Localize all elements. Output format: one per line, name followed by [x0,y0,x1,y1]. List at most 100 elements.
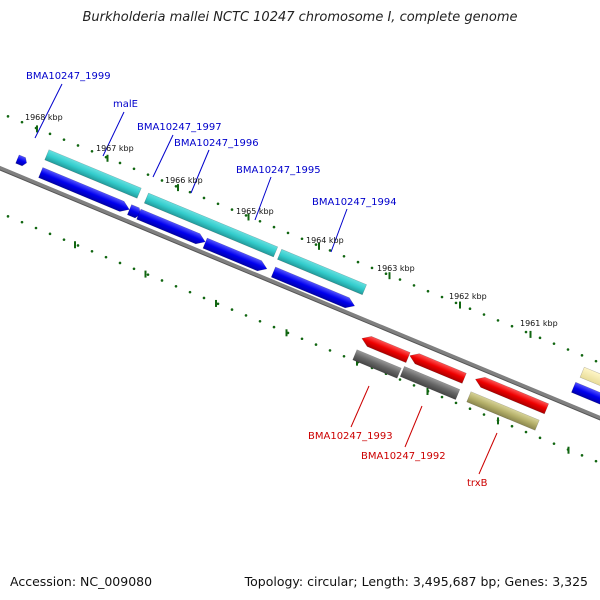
leader-bma10247-1997 [152,134,174,178]
cds-bma10247-1995-shape[interactable] [202,237,269,274]
gene-trxb-shape[interactable] [466,391,540,431]
gene-male[interactable] [44,149,142,199]
upper-tick-row-minor-tick [286,231,290,235]
cds-bma10247-1995[interactable] [202,237,269,274]
leader-trxb [478,432,498,475]
upper-tick-row-minor-tick [468,307,472,311]
cds-male-shape[interactable] [38,167,132,214]
leader-bma10247-1999 [34,83,63,139]
upper-tick-row-minor-tick [160,179,164,182]
features [15,149,600,431]
gene-bma10247-1993-shape[interactable] [352,349,402,379]
cds-bma10247-1993-shape[interactable] [360,333,411,364]
gene-bma10247-1996[interactable] [143,192,279,258]
upper-tick-row-minor-tick [538,336,542,340]
gene-edge-shape[interactable] [579,366,600,390]
gene-label-bma10247-1995[interactable]: BMA10247_1995 [236,165,321,176]
upper-tick-row-minor-tick [244,214,248,217]
lower-tick-row-minor-tick [594,459,598,463]
lower-tick-row-minor-tick [76,244,80,247]
cds-bma10247-1992-shape[interactable] [408,351,467,384]
upper-tick-row-minor-tick [314,243,318,246]
leader-bma10247-1994 [330,208,348,253]
upper-tick-row-minor-tick [132,167,136,171]
cds-bma10247-1999[interactable] [15,154,29,167]
gene-label-bma10247-1992[interactable]: BMA10247_1992 [361,451,446,462]
upper-tick-row-minor-tick [454,301,458,305]
lower-tick-row-minor-tick [552,442,556,445]
cds-bma10247-1992[interactable] [408,351,467,384]
cds-bma10247-1994-shape[interactable] [270,266,356,311]
lower-tick-row-minor-tick [216,302,220,306]
lower-tick-row-minor-tick [160,279,164,282]
gene-bma10247-1993[interactable] [352,349,402,379]
upper-tick-row-minor-tick [580,354,584,357]
lower-tick-row-minor-tick [412,384,416,387]
lower-tick-row-minor-tick [482,413,486,416]
leader-bma10247-1992 [404,405,423,448]
cds-bma10247-1993[interactable] [360,333,411,364]
lower-tick-row-minor-tick [90,250,94,253]
leader-bma10247-1996 [190,149,210,194]
upper-tick-row-minor-tick [20,120,24,124]
upper-tick-row-minor-tick [258,219,262,223]
lower-tick-row-minor-tick [6,215,10,218]
gene-bma10247-1994-shape[interactable] [277,248,367,296]
genome-backbone [0,165,600,421]
cds-bma10247-1999-shape[interactable] [15,154,29,167]
leader-bma10247-1993 [350,385,370,428]
upper-tick-row-minor-tick [384,272,388,276]
gene-label-bma10247-1993[interactable]: BMA10247_1993 [308,431,393,442]
lower-tick-row-minor-tick [328,349,332,352]
lower-tick-row-minor-tick [174,284,178,288]
upper-tick-row-minor-tick [300,237,304,241]
lower-tick-row-minor-tick [398,378,402,381]
upper-tick-row-minor-tick [552,342,556,345]
lower-tick-row-minor-tick [146,273,150,276]
upper-tick-row-minor-tick [496,319,500,322]
lower-tick-row-minor-tick [272,325,276,329]
cds-bma10247-1997-shape[interactable] [127,204,142,220]
upper-tick-row-minor-tick [440,295,444,299]
gene-label-bma10247-1996[interactable]: BMA10247_1996 [174,138,259,149]
cds-bma10247-1997[interactable] [127,204,142,220]
accession-text: Accession: NC_009080 [10,574,153,589]
upper-tick-row-minor-tick [594,359,598,363]
gene-bma10247-1992[interactable] [399,366,461,400]
gene-label-bma10247-1997[interactable]: BMA10247_1997 [137,122,222,133]
gene-label-bma10247-1994[interactable]: BMA10247_1994 [312,197,397,208]
upper-tick-row-minor-tick [370,266,374,270]
cds-bma10247-1996-shape[interactable] [136,208,208,247]
upper-tick-row-minor-tick [90,150,94,153]
upper-tick-row-minor-tick [174,184,178,188]
cds-male[interactable] [38,167,132,214]
cds-edge-shape[interactable] [571,381,600,408]
leader-bma10247-1995 [254,176,272,221]
cds-bma10247-1996[interactable] [136,208,208,247]
lower-tick-row-minor-tick [230,308,234,311]
upper-tick-row-minor-tick [272,225,276,229]
gene-edge[interactable] [579,366,600,390]
kbp-label-1968: 1968 kbp [25,113,63,122]
upper-tick-row-minor-tick [118,161,122,165]
kbp-label-1967: 1967 kbp [96,144,134,153]
topology-text: Topology: circular; Length: 3,495,687 bp… [244,574,588,589]
upper-tick-row-minor-tick [510,324,514,328]
gene-label-trxb[interactable]: trxB [467,478,488,489]
gene-bma10247-1992-shape[interactable] [399,366,461,400]
upper-tick-row-minor-tick [146,173,150,176]
cds-bma10247-1994[interactable] [270,266,356,311]
gene-male-shape[interactable] [44,149,142,199]
upper-tick-row-minor-tick [230,208,234,211]
gene-bma10247-1996-shape[interactable] [143,192,279,258]
lower-tick-row-minor-tick [62,238,66,241]
cds-trxb[interactable] [473,374,549,415]
gene-trxb[interactable] [466,391,540,431]
gene-label-bma10247-1999[interactable]: BMA10247_1999 [26,71,111,82]
gene-label-male[interactable]: malE [113,99,138,110]
cds-trxb-shape[interactable] [473,374,549,415]
cds-edge[interactable] [571,381,600,408]
gene-bma10247-1994[interactable] [277,248,367,296]
lower-tick-row-minor-tick [48,232,52,236]
